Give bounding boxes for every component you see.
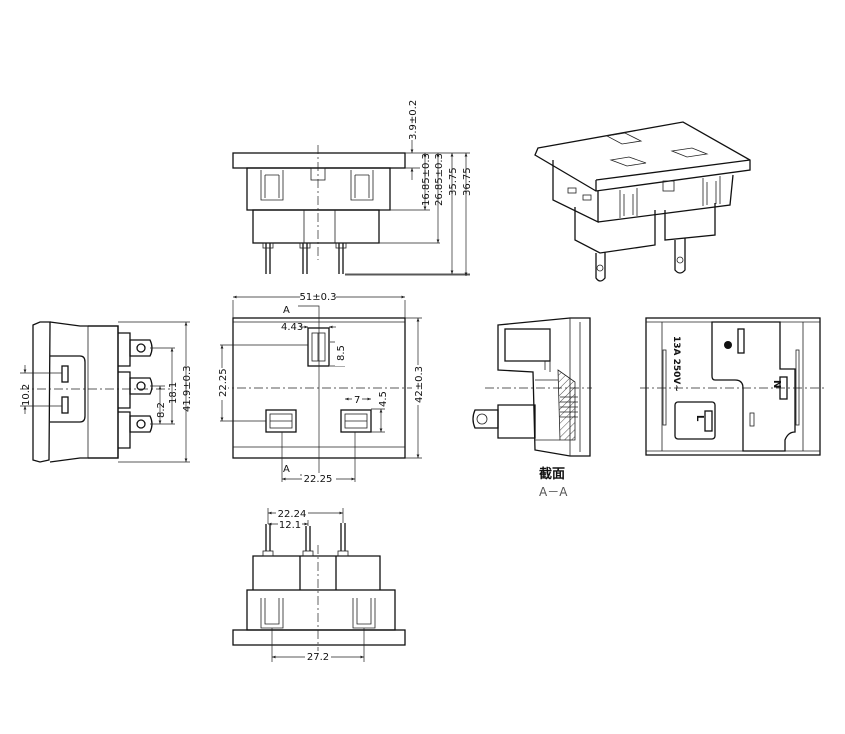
dim-outer-tab-spacing: 18.1 xyxy=(168,382,179,404)
dim-horizontal-spacing: 22.25 xyxy=(304,474,333,485)
dim-side-slot-height: 4.5 xyxy=(378,391,389,407)
dim-pin-spacing: 12.1 xyxy=(279,520,301,531)
dim-pin-depth: 35.75 xyxy=(448,167,459,196)
section-mark-bottom: A xyxy=(283,464,290,475)
dim-height: 42±0.3 xyxy=(414,366,425,403)
dim-vertical-spacing: 22.25 xyxy=(218,368,229,397)
dim-lower-depth: 26.85±0.3 xyxy=(434,153,445,206)
dim-tab-spacing: 8.2 xyxy=(156,402,167,418)
section-subtitle: A－A xyxy=(539,485,568,499)
dim-clip-spacing: 27.2 xyxy=(307,652,329,663)
isometric-view xyxy=(534,121,751,282)
dim-slot-spacing: 10.2 xyxy=(21,384,32,406)
section-view: 截面 A－A xyxy=(472,317,592,499)
side-view: 10.2 8.2 18.1 41.9±0.3 xyxy=(20,321,193,463)
dim-flange-thickness: 3.9±0.2 xyxy=(408,100,419,140)
dim-side-height: 41.9±0.3 xyxy=(182,365,193,412)
rating-text: 13A 250V~ xyxy=(671,336,681,392)
front-view: 51±0.3 A A 4.43 8.5 22.25 42±0.3 22.25 7… xyxy=(216,290,425,485)
dim-width: 51±0.3 xyxy=(299,292,336,303)
dim-side-slot-width: 7 xyxy=(354,395,360,406)
dim-body-depth: 16.85±0.3 xyxy=(421,153,432,206)
dim-slot-width: 4.43 xyxy=(281,322,303,333)
back-view: 13A 250V~ L N xyxy=(640,317,825,456)
top-view: 3.9±0.2 16.85±0.3 26.85±0.3 35.75 36.75 xyxy=(232,100,473,276)
dim-total-depth: 36.75 xyxy=(462,167,473,196)
bottom-view: 22.24 12.1 27.2 xyxy=(232,507,406,663)
section-mark-top: A xyxy=(283,305,290,316)
section-title: 截面 xyxy=(539,466,565,482)
dim-outer-pin-spacing: 22.24 xyxy=(278,509,307,520)
neutral-terminal-label: N xyxy=(771,380,782,388)
live-terminal-label: L xyxy=(694,415,705,422)
dim-slot-height: 8.5 xyxy=(336,345,347,361)
